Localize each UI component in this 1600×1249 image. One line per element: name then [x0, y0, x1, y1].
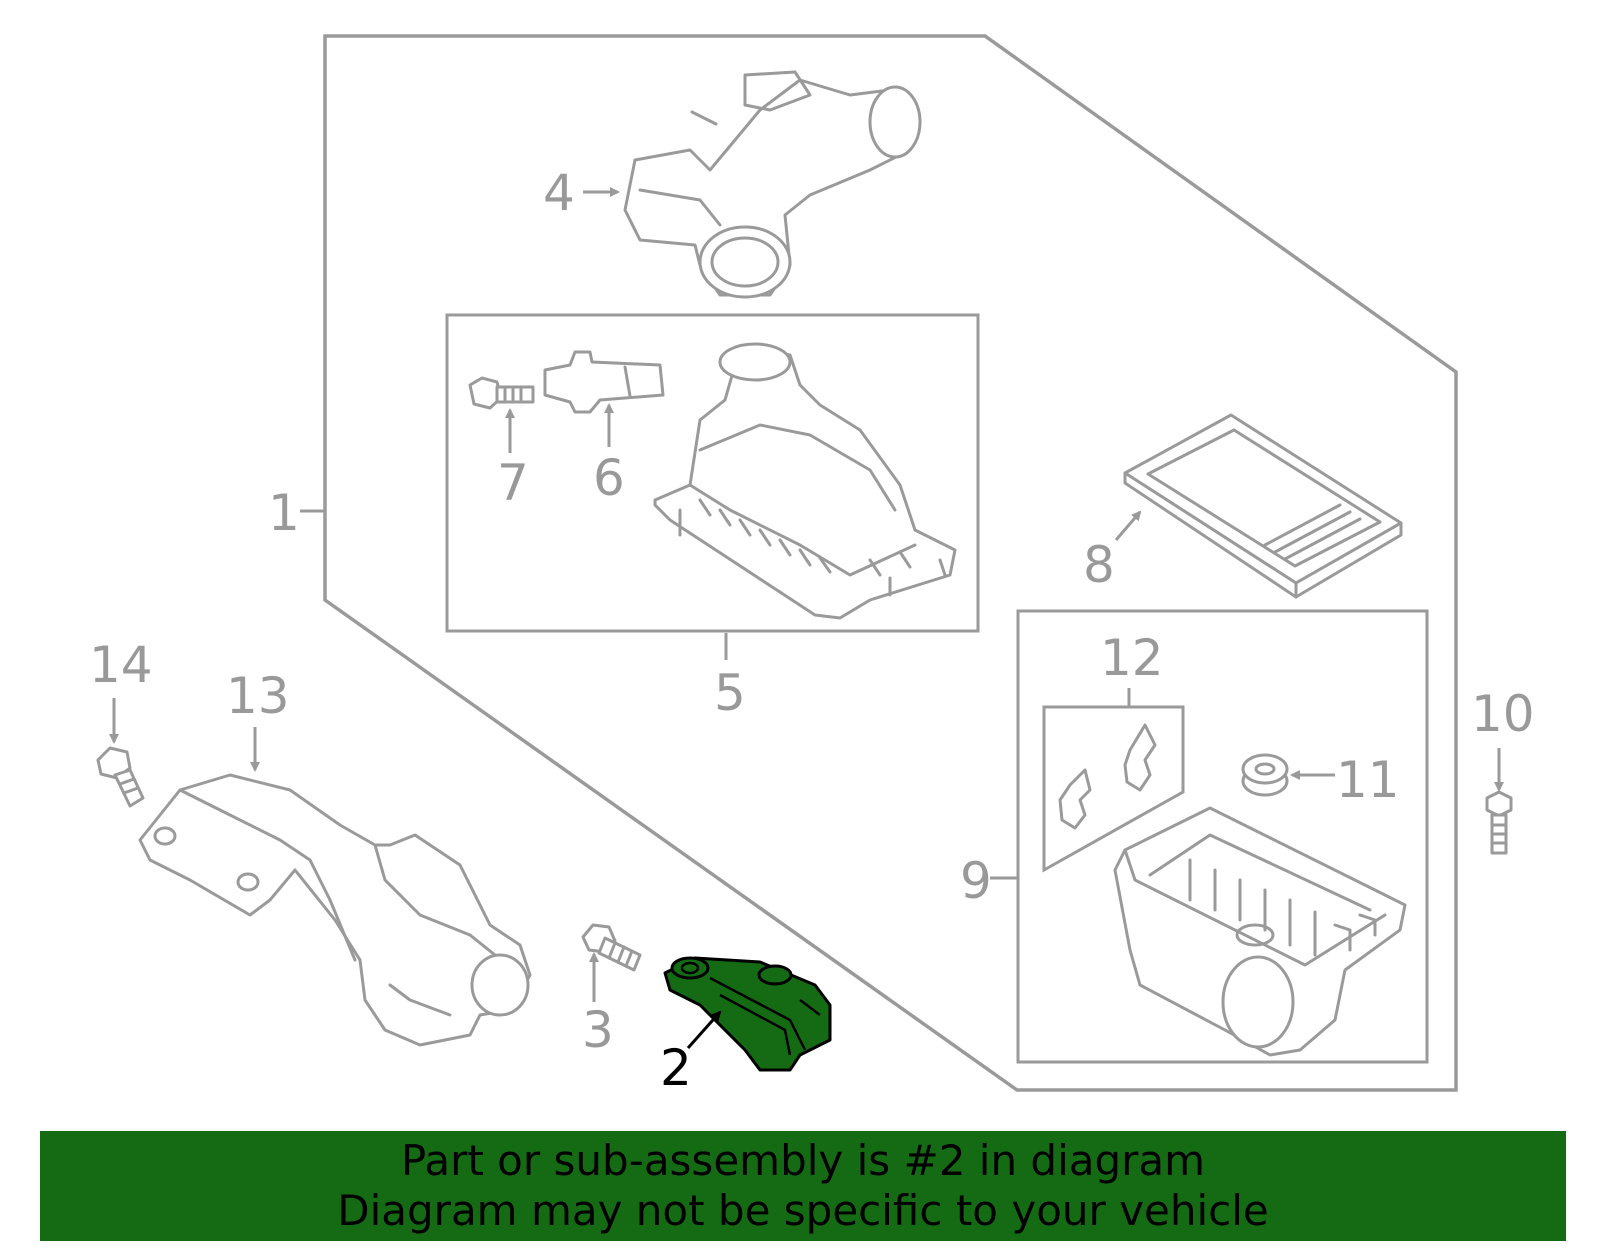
part-2-bracket-highlighted	[663, 956, 832, 1072]
callout-7: 7	[497, 454, 529, 512]
part-9-airbox-lower	[1113, 806, 1407, 1057]
callout-1: 1	[268, 484, 300, 542]
callout-labels: 1 2 3 4 5 6 7 8 9 10 11 12 13 14	[89, 164, 1535, 1097]
callout-10: 10	[1471, 685, 1535, 743]
callout-2-highlighted: 2	[660, 1039, 692, 1097]
subassembly-5-box	[445, 313, 980, 633]
callout-9: 9	[960, 852, 992, 910]
callout-4: 4	[543, 164, 575, 222]
info-banner: Part or sub-assembly is #2 in diagram Di…	[40, 1131, 1566, 1241]
assembly-1-panel	[323, 34, 1458, 1092]
part-12-clips	[1058, 723, 1157, 830]
part-11-grommet	[1241, 753, 1289, 797]
part-10-bolt	[1485, 790, 1513, 855]
part-5-airbox-cover	[653, 342, 957, 620]
subassembly-12-box	[1042, 705, 1185, 873]
callout-12: 12	[1100, 629, 1164, 687]
part-6-sensor	[543, 350, 665, 414]
part-4-intake-tube	[623, 70, 922, 299]
subassembly-9-box	[1016, 609, 1429, 1064]
callout-3: 3	[582, 1001, 614, 1059]
part-14-bolt	[96, 746, 145, 808]
callout-5: 5	[714, 664, 746, 722]
callout-14: 14	[89, 636, 153, 694]
callout-8: 8	[1083, 536, 1115, 594]
banner-line-part-number: Part or sub-assembly is #2 in diagram	[400, 1136, 1206, 1185]
part-13-duct	[138, 773, 532, 1047]
part-3-bolt	[581, 923, 642, 972]
banner-line-disclaimer: Diagram may not be specific to your vehi…	[337, 1186, 1269, 1235]
part-7-bolt	[468, 376, 535, 410]
leader-lines	[109, 187, 1504, 1049]
part-8-air-filter	[1123, 413, 1403, 599]
callout-6: 6	[593, 449, 625, 507]
callout-11: 11	[1336, 751, 1400, 809]
callout-13: 13	[226, 667, 290, 725]
